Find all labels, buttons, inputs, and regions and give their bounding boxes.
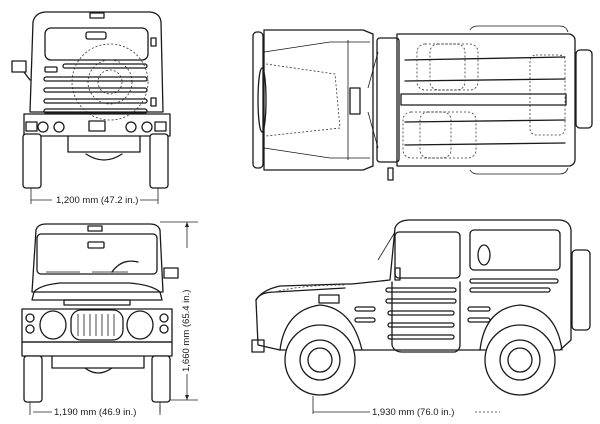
front-bumper xyxy=(21,341,173,357)
a-pillar xyxy=(377,231,396,261)
front-turn-signals xyxy=(25,313,169,334)
side-spare-tire xyxy=(571,249,591,331)
side-door xyxy=(391,281,461,353)
steering-wheel xyxy=(111,260,139,273)
top-front-bumper xyxy=(252,31,264,169)
rear-view xyxy=(11,11,171,204)
front-differential xyxy=(84,367,113,374)
rear-hinge-bottom xyxy=(150,97,157,107)
spare-tire-center xyxy=(97,69,123,95)
rear-window xyxy=(44,27,149,61)
top-roof xyxy=(396,33,576,167)
side-front-bumper xyxy=(251,339,265,353)
top-hood-vent xyxy=(349,87,361,115)
spare-tire-outline xyxy=(71,43,149,121)
front-hood-edge xyxy=(31,282,163,301)
front-track-label: 1,190 mm (46.9 in.) xyxy=(52,407,139,418)
spare-tire-hub xyxy=(87,59,133,105)
rear-body-outline xyxy=(29,11,164,113)
rear-bumper xyxy=(23,113,171,137)
overall-height-label: 1,660 mm (65.4 in.) xyxy=(181,287,192,374)
top-hood-panel xyxy=(265,63,341,137)
headlight-right xyxy=(126,310,154,340)
top-spare-tire xyxy=(575,49,593,129)
front-windshield xyxy=(36,233,158,275)
rear-hinge-top xyxy=(150,37,157,47)
front-body-outline xyxy=(31,223,164,293)
side-front-wheel xyxy=(284,324,356,396)
front-mirror-interior xyxy=(87,241,105,249)
side-rear-wheel xyxy=(484,324,556,396)
side-hood-line xyxy=(255,287,346,301)
side-door-window xyxy=(394,231,461,279)
wheelbase-label: 1,930 mm (76.0 in.) xyxy=(370,407,457,418)
side-mirror xyxy=(394,267,401,281)
top-grille xyxy=(257,67,267,133)
rear-differential xyxy=(85,153,123,161)
front-view xyxy=(21,221,198,415)
front-roof-light xyxy=(87,225,103,232)
front-wheel-arch xyxy=(279,304,363,351)
headlight-left xyxy=(39,310,67,340)
top-hood xyxy=(263,29,374,171)
side-hood-vents xyxy=(318,294,340,304)
rear-lamps xyxy=(25,120,167,133)
front-mirror-right xyxy=(163,267,179,279)
side-rear-window xyxy=(469,229,561,271)
top-windshield xyxy=(376,37,400,163)
front-wheel-left xyxy=(23,355,43,403)
rear-panel-ribs xyxy=(43,63,148,114)
rear-brake-light xyxy=(85,31,107,40)
rear-track-label: 1,200 mm (47.2 in.) xyxy=(54,195,141,206)
top-mirror xyxy=(387,167,394,181)
rear-wheel-left xyxy=(22,133,42,189)
rear-mirror-left xyxy=(11,60,27,73)
top-view xyxy=(252,25,593,181)
front-grille xyxy=(70,309,124,341)
front-wheel-right xyxy=(151,355,171,403)
top-roof-bar xyxy=(400,93,567,106)
top-seats xyxy=(402,43,566,159)
rear-wheel-arch xyxy=(479,304,563,351)
rear-axle-housing xyxy=(67,135,141,153)
side-window-latch xyxy=(477,244,491,266)
side-view xyxy=(251,219,591,414)
side-body-outline xyxy=(255,219,572,351)
front-emblem xyxy=(63,299,131,306)
front-axle xyxy=(51,355,145,369)
top-roof-ribs xyxy=(404,56,566,146)
rear-roof-light xyxy=(89,12,105,19)
rear-wheel-right xyxy=(149,133,169,189)
